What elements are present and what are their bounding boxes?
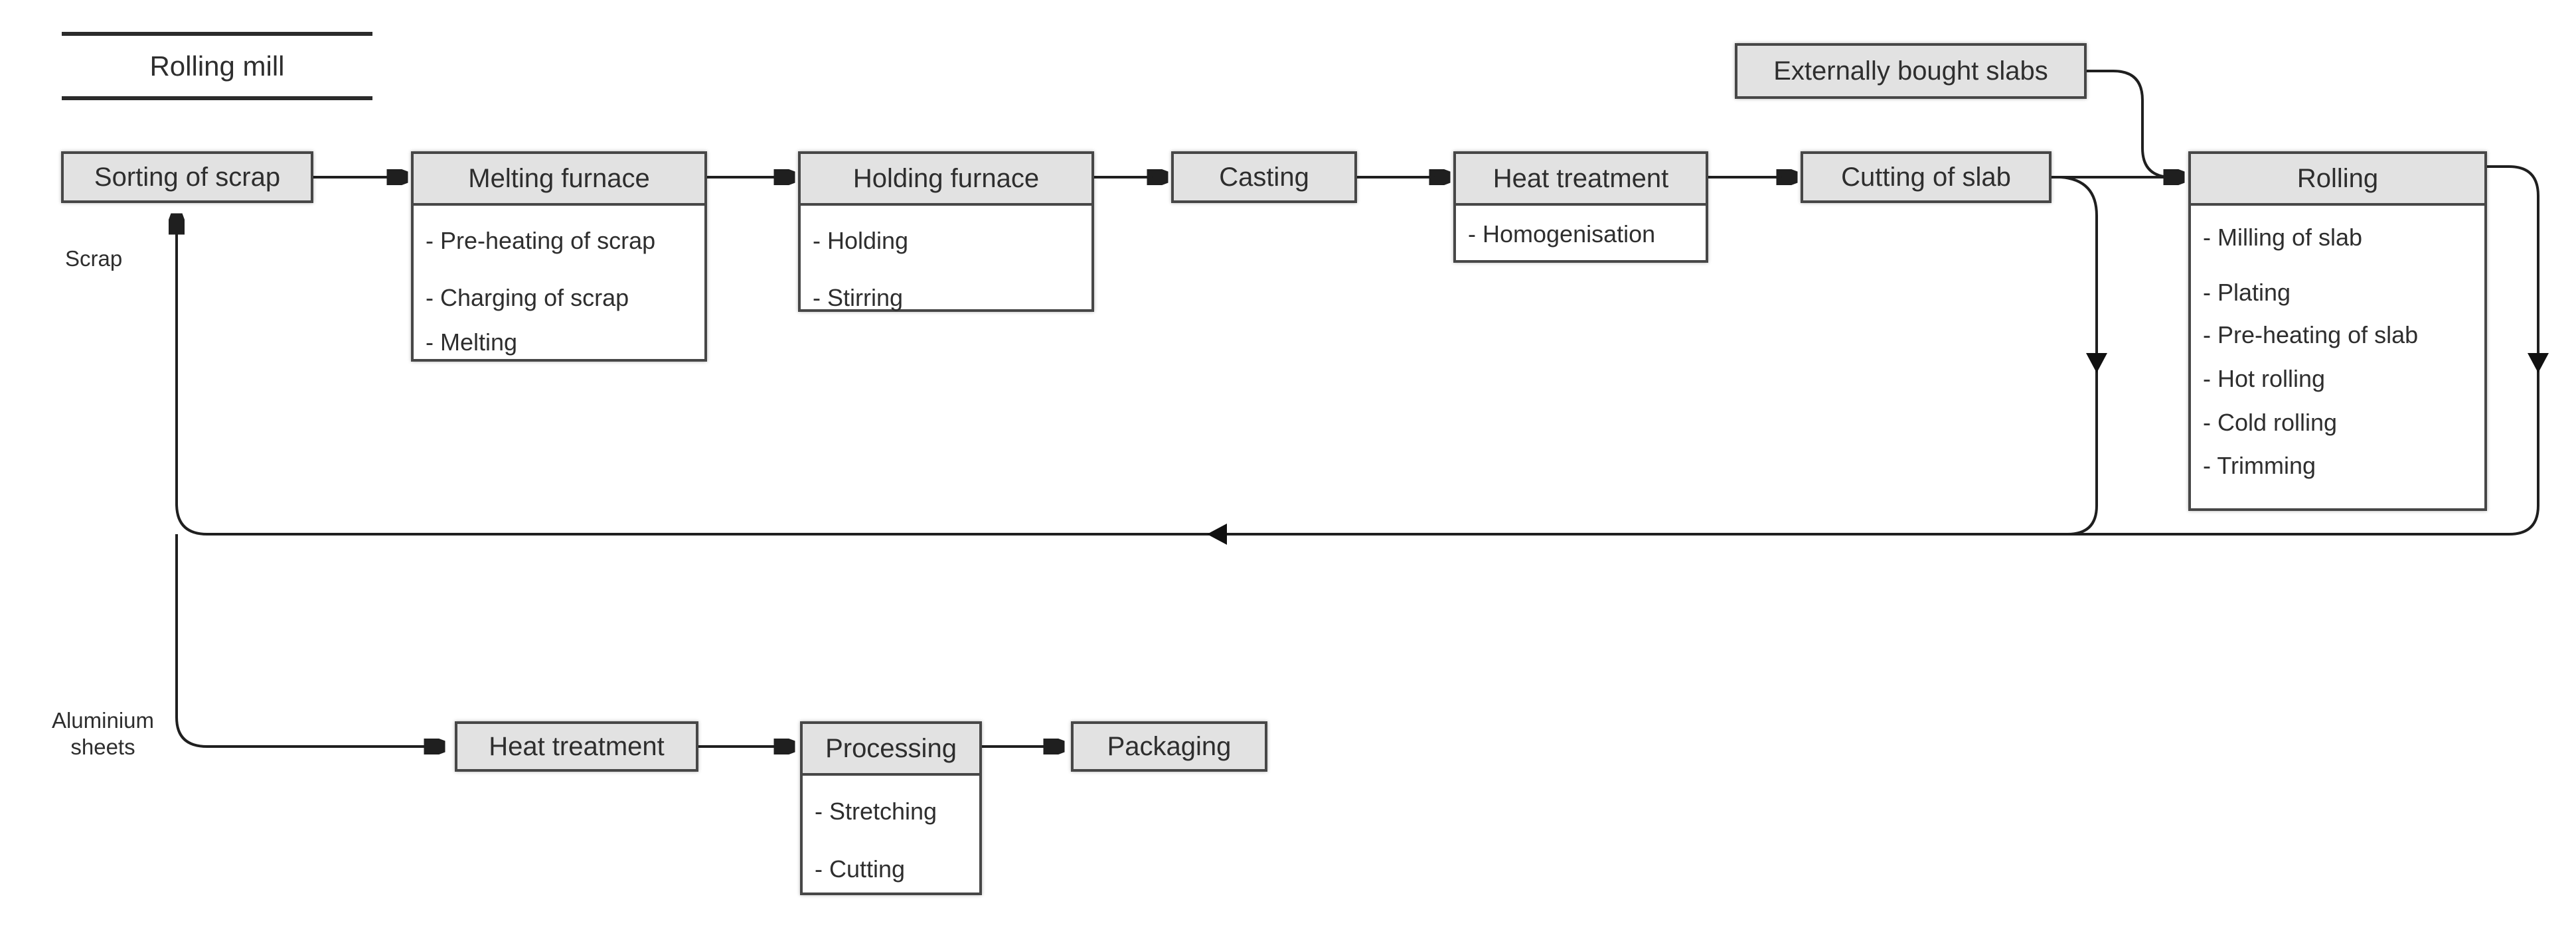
scrap-return-left-arrowhead xyxy=(1207,524,1227,545)
aluminium-sheets-label: Aluminium sheets xyxy=(51,708,155,759)
step-item: - Plating xyxy=(2203,279,2291,306)
node-heat-treatment-top: Heat treatment - Homogenisation xyxy=(1453,151,1708,263)
step-item: - Pre-heating of slab xyxy=(2203,321,2419,348)
line-external-slabs-merge xyxy=(2087,70,2172,179)
step-item: - Cold rolling xyxy=(2203,409,2338,436)
node-cutting-of-slab: Cutting of slab xyxy=(1801,151,2052,203)
scrap-input-label: Scrap xyxy=(65,246,123,271)
line-cutting-scrap-branch xyxy=(2060,176,2098,536)
step-item: - Charging of scrap xyxy=(426,284,629,311)
node-processing: Processing - Stretching - Cutting xyxy=(800,721,982,895)
node-packaging: Packaging xyxy=(1071,721,1267,772)
node-heat-treatment-top-title: Heat treatment xyxy=(1456,154,1706,206)
line-aluminium-sheets xyxy=(175,534,443,747)
step-item: - Melting xyxy=(426,328,518,356)
line-rolling-loop-and-scrap-return xyxy=(177,165,2539,536)
node-externally-bought-slabs: Externally bought slabs xyxy=(1735,43,2087,99)
node-rolling: Rolling - Milling of slab - Plating - Pr… xyxy=(2188,151,2487,511)
step-item: - Stirring xyxy=(813,284,904,311)
step-item: - Stretching xyxy=(815,798,937,825)
node-casting: Casting xyxy=(1171,151,1357,203)
step-item: - Hot rolling xyxy=(2203,365,2326,392)
node-holding-furnace: Holding furnace - Holding - Stirring xyxy=(798,151,1094,312)
node-rolling-title: Rolling xyxy=(2191,154,2484,206)
step-item: - Trimming xyxy=(2203,452,2316,479)
step-item: - Cutting xyxy=(815,855,906,883)
node-heat-treatment-bottom: Heat treatment xyxy=(455,721,698,772)
rolling-loop-down-arrowhead xyxy=(2528,353,2549,373)
step-item: - Milling of slab xyxy=(2203,224,2363,251)
step-item: - Holding xyxy=(813,227,909,254)
step-item: - Pre-heating of scrap xyxy=(426,227,656,254)
node-melting-furnace-title: Melting furnace xyxy=(414,154,704,206)
node-sorting-of-scrap: Sorting of scrap xyxy=(61,151,313,203)
diagram-title-text: Rolling mill xyxy=(149,50,285,82)
diagram-title: Rolling mill xyxy=(62,32,372,100)
step-item: - Homogenisation xyxy=(1468,220,1656,248)
cutting-branch-down-arrowhead xyxy=(2086,353,2107,373)
node-melting-furnace: Melting furnace - Pre-heating of scrap -… xyxy=(411,151,707,362)
node-holding-furnace-title: Holding furnace xyxy=(801,154,1091,206)
node-processing-title: Processing xyxy=(803,724,979,776)
